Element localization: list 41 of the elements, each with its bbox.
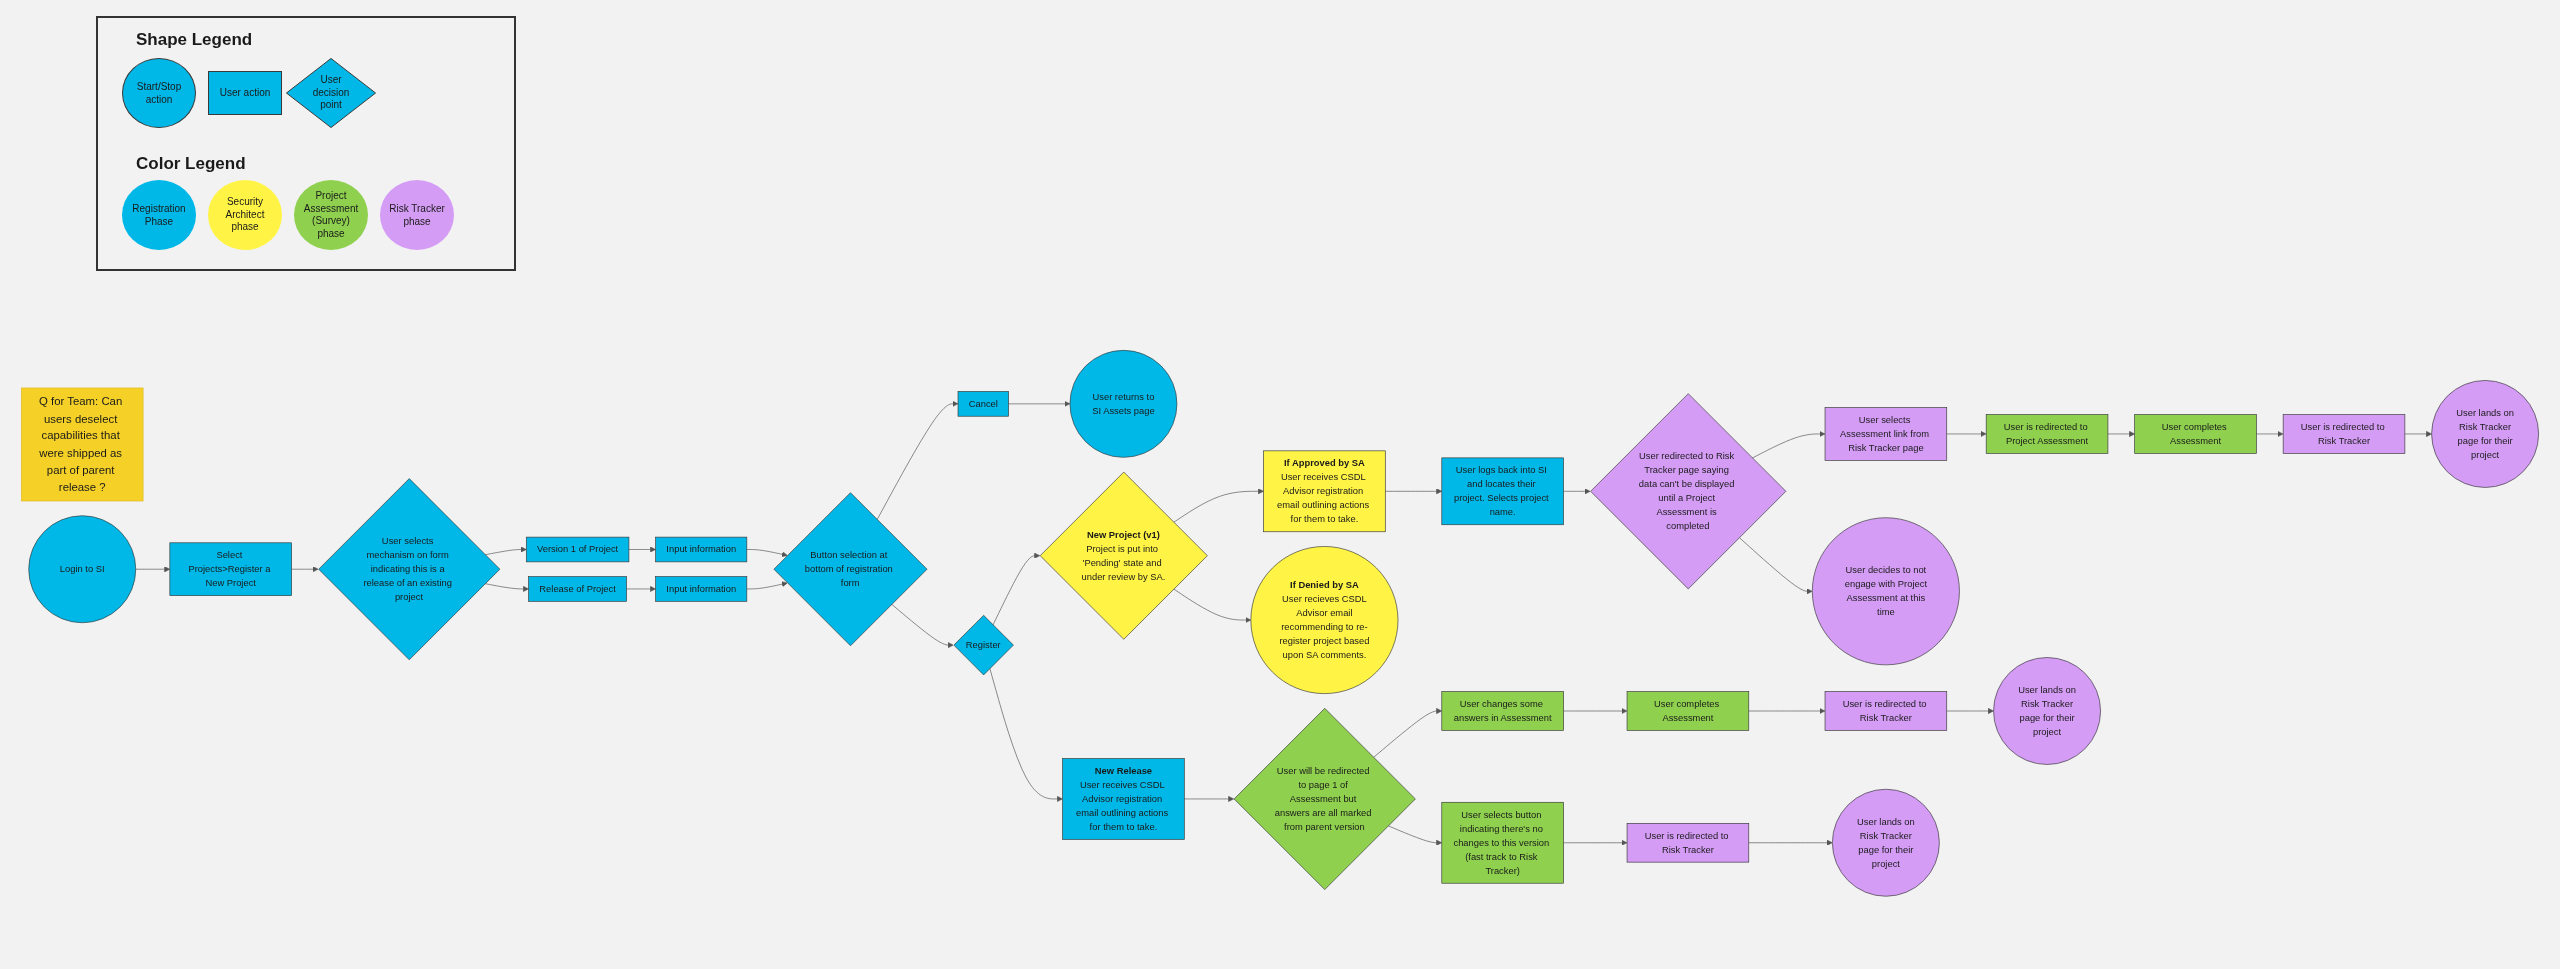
legend-heading: Color Legend bbox=[136, 154, 246, 174]
legend-text: Security Architect phase bbox=[224, 196, 266, 234]
legend-text: Risk Tracker phase bbox=[388, 202, 446, 228]
process-box: Release of Project bbox=[528, 575, 627, 602]
terminal-circle: User lands on Risk Tracker page for their project bbox=[1993, 656, 2101, 765]
process-box: User completes Assessment bbox=[1626, 690, 1750, 731]
legend-text: Registration Phase bbox=[131, 202, 187, 228]
decision-diamond: User redirected to Risk Tracker page saying data can't be displayed until a Project Assessment is completed bbox=[1590, 393, 1787, 589]
terminal-circle: Login to SI bbox=[28, 515, 137, 623]
decision-diamond: User selects mechanism on form indicating this is a release of an existing project bbox=[318, 477, 501, 660]
decision-diamond: User will be redirected to page 1 of Assessment but answers are all marked from parent version bbox=[1233, 707, 1416, 890]
process-box: New Release User receives CSDL Advisor registration email outlining actions for them to take. bbox=[1062, 757, 1185, 840]
process-box: Version 1 of Project bbox=[525, 536, 630, 562]
process-box: User changes some answers in Assessment bbox=[1441, 690, 1564, 731]
process-box: User is redirected to Risk Tracker bbox=[1626, 822, 1750, 863]
decision-diamond: Button selection at bottom of registration form bbox=[773, 492, 928, 646]
process-box: Input information bbox=[655, 536, 748, 562]
process-box: Input information bbox=[655, 575, 748, 602]
legend-text: User action bbox=[218, 86, 272, 100]
legend-heading: Shape Legend bbox=[136, 30, 253, 50]
process-box: User logs back into SI and locates their project. Selects project name. bbox=[1441, 457, 1564, 525]
decision-diamond: New Project (v1) Project is put into 'Pending' state and under review by SA. bbox=[1039, 471, 1208, 640]
terminal-circle: User returns to SI Assets page bbox=[1069, 349, 1178, 458]
decision-diamond: Register bbox=[953, 614, 1014, 675]
process-box: User is redirected to Project Assessment bbox=[1985, 413, 2109, 454]
process-box: Cancel bbox=[957, 390, 1009, 417]
sticky-note: Q for Team: Can users deselect capabilities that were shipped as part of parent release ? bbox=[21, 387, 144, 502]
process-box: Select Projects>Register a New Project bbox=[169, 542, 292, 596]
process-box: If Approved by SA User receives CSDL Advisor registration email outlining actions for them to take. bbox=[1263, 450, 1386, 532]
process-box: User selects button indicating there's no changes to this version (fast track to Risk Tracker) bbox=[1441, 801, 1564, 884]
process-box: User is redirected to Risk Tracker bbox=[1824, 690, 1948, 731]
legend-text: User decision point bbox=[311, 74, 351, 112]
legend-text: Project Assessment (Survey) phase bbox=[302, 190, 360, 240]
terminal-circle: User lands on Risk Tracker page for their project bbox=[1832, 788, 1940, 897]
terminal-circle: User decides to not engage with Project Assessment at this time bbox=[1811, 517, 1960, 665]
legend-text: Start/Stop action bbox=[135, 80, 183, 106]
terminal-circle: If Denied by SA User recieves CSDL Advisor email recommending to re-register project based upon SA comments. bbox=[1250, 545, 1399, 694]
process-box: User is redirected to Risk Tracker bbox=[2282, 413, 2406, 454]
process-box: User completes Assessment bbox=[2134, 413, 2257, 454]
process-box: User selects Assessment link from Risk Tracker page bbox=[1824, 406, 1948, 461]
terminal-circle: User lands on Risk Tracker page for their project bbox=[2431, 379, 2539, 488]
